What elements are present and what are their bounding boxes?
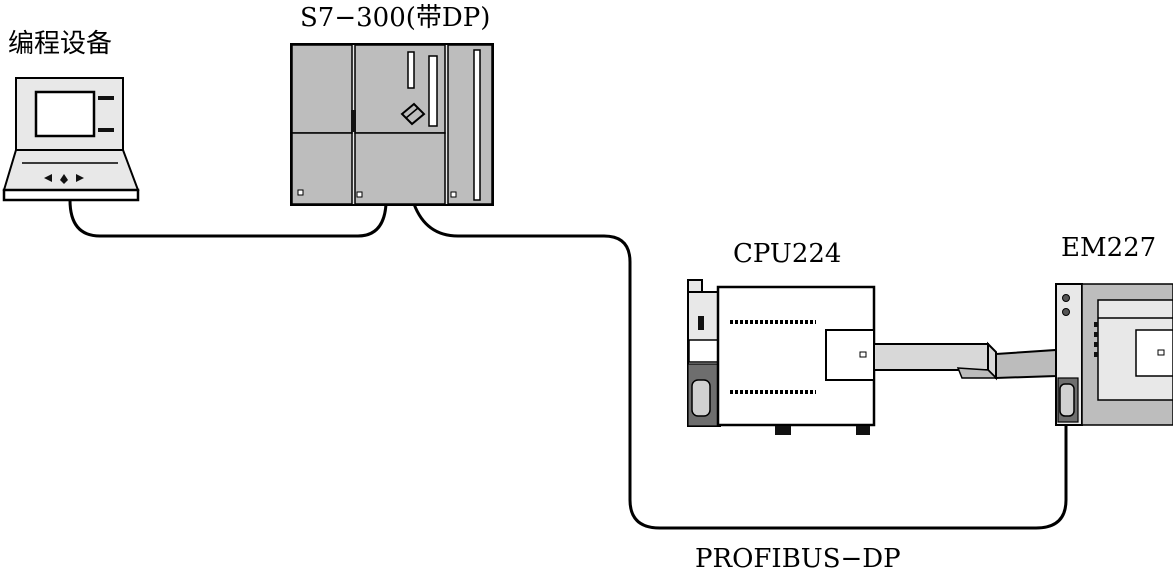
key-switch-icon: [400, 102, 426, 126]
programming-cable: [68, 199, 388, 238]
arrow-right-icon: [76, 174, 84, 182]
em227-label: EM227: [1061, 233, 1156, 263]
cpu224-label: CPU224: [733, 239, 841, 269]
dp-connector-icon: [691, 379, 711, 417]
em227-module: [1055, 283, 1173, 426]
terminal-screen: [34, 90, 96, 138]
arrow-diamond-icon: [60, 174, 68, 184]
cpu224-module: [687, 279, 876, 435]
em227-dp-connector-icon: [1059, 383, 1075, 417]
profibus-dp-label: PROFIBUS−DP: [695, 544, 901, 572]
programming-device-label: 编程设备: [8, 29, 112, 59]
programming-device: [2, 77, 140, 202]
profibus-cable: [412, 203, 1068, 530]
terminal-keyboard: [2, 149, 140, 191]
s7-300-plc: [290, 43, 494, 206]
arrow-left-icon: [44, 174, 52, 182]
expansion-ribbon-cable: [873, 341, 1057, 381]
s7-300-label: S7−300(带DP): [300, 3, 490, 33]
